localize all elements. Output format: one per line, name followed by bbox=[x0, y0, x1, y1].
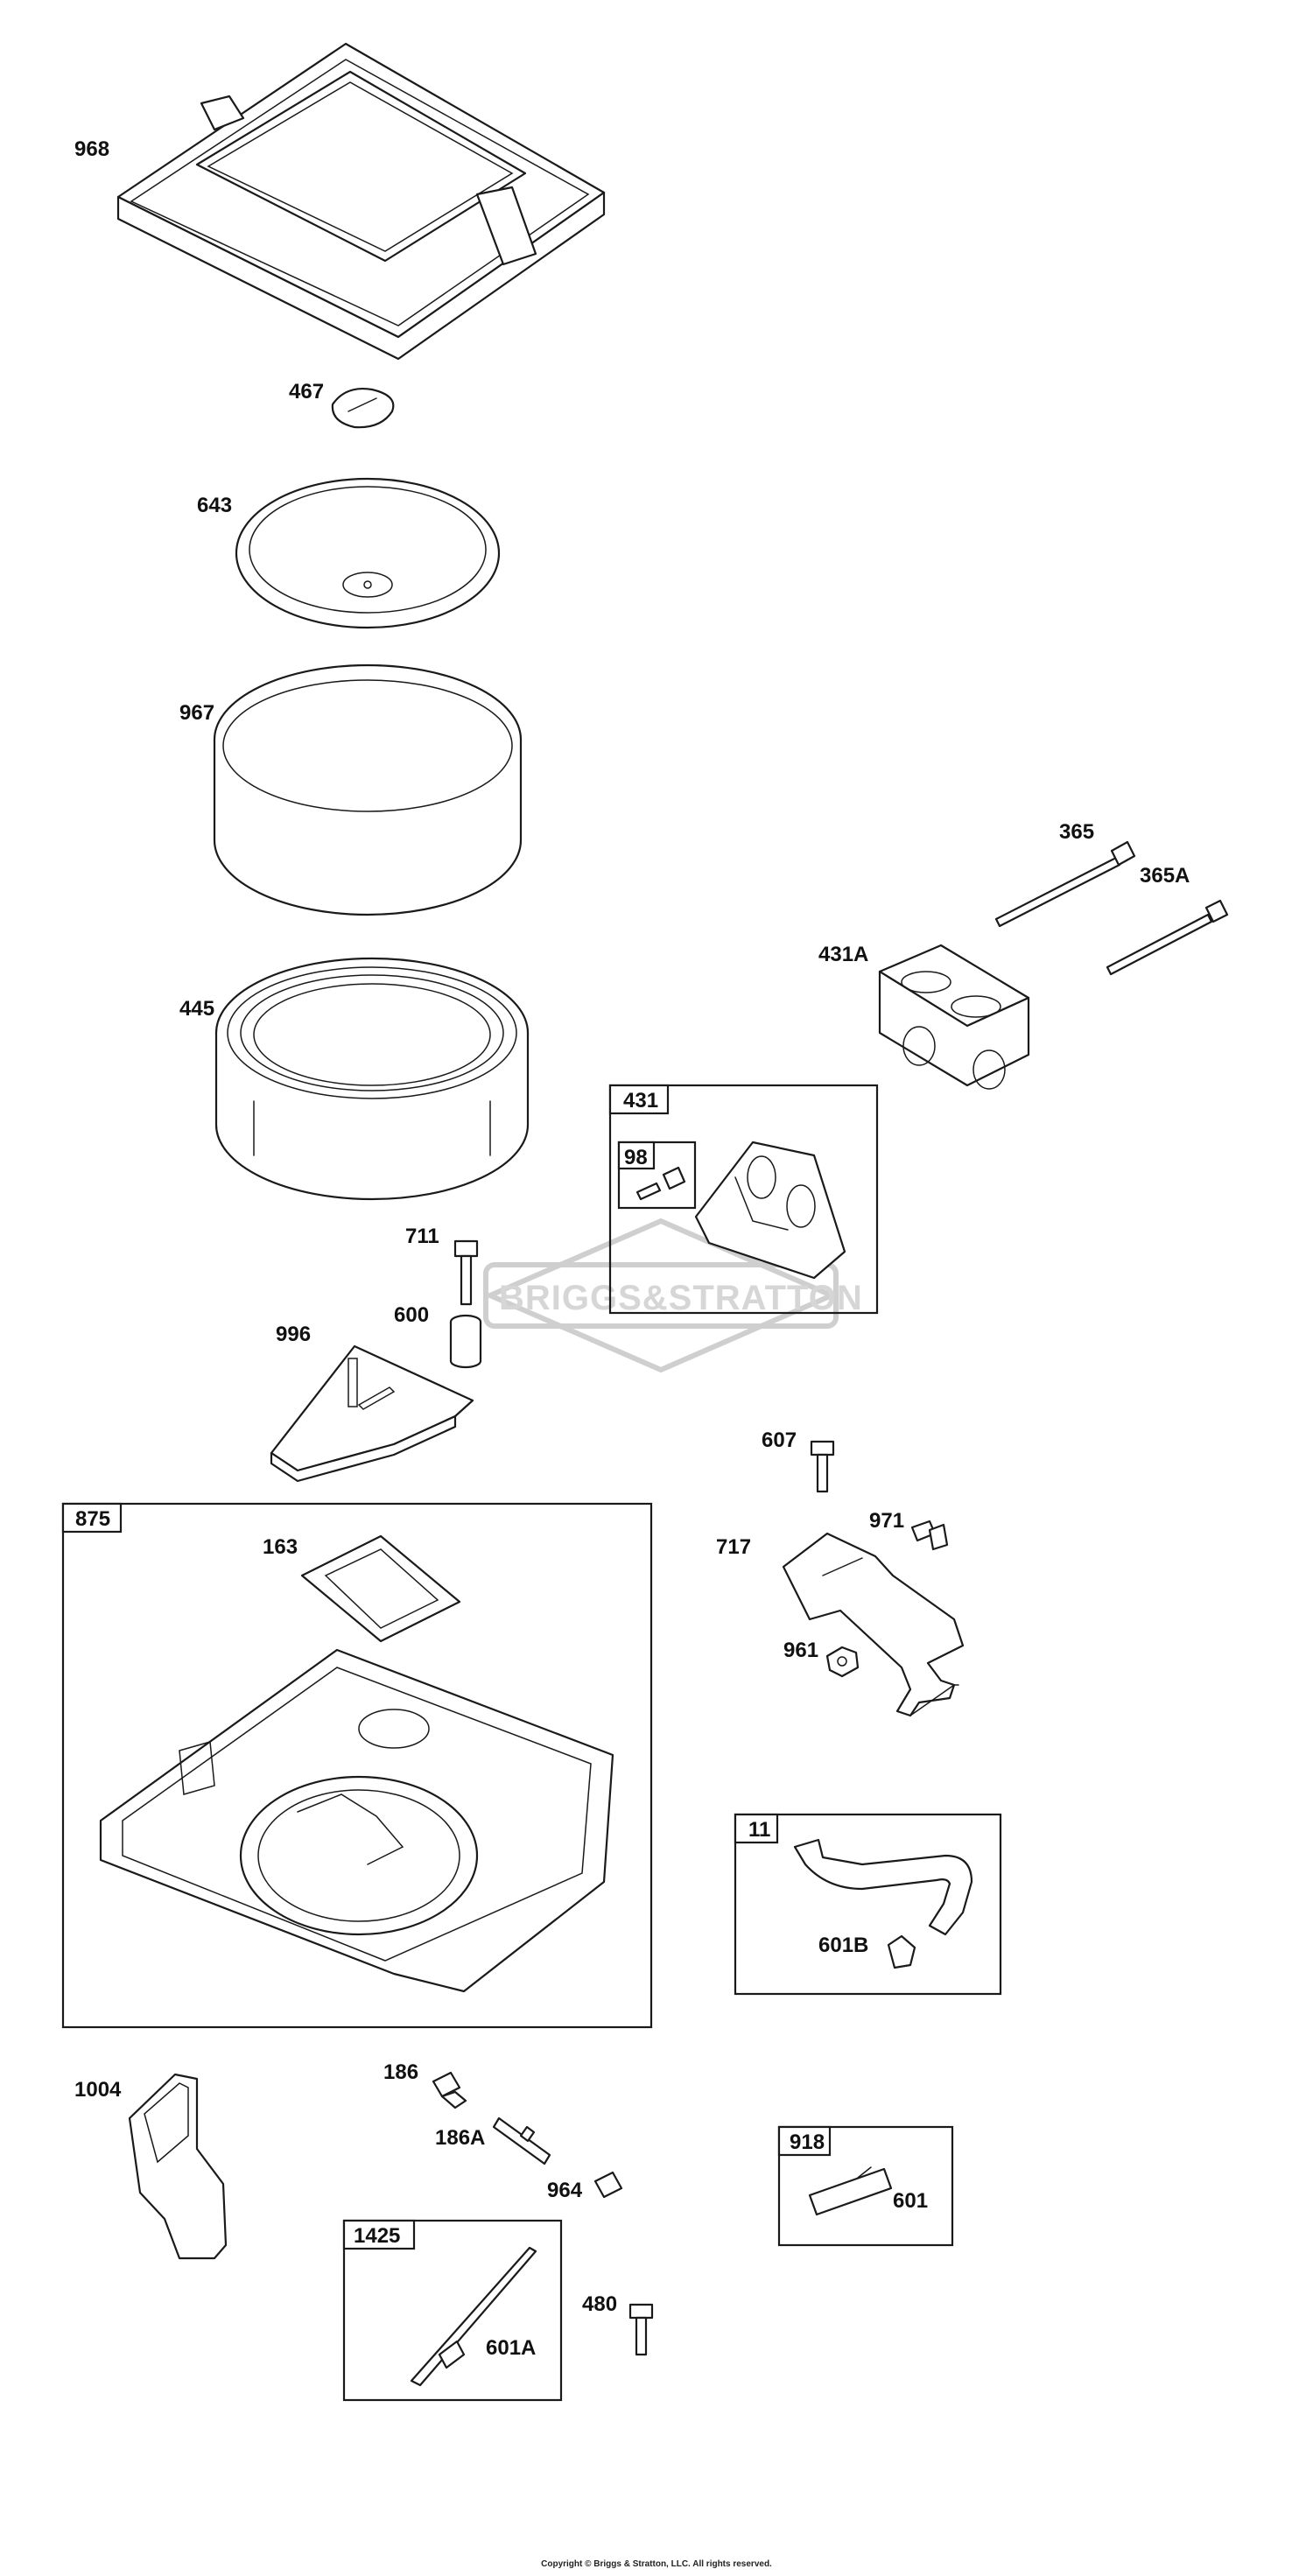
kit-box-918 bbox=[777, 2125, 954, 2247]
callout-961: 961 bbox=[783, 1639, 818, 1662]
hose-clamp-601b bbox=[887, 1934, 916, 1969]
breather-tube bbox=[793, 1838, 973, 1936]
callout-967: 967 bbox=[179, 701, 214, 725]
gasket-163 bbox=[300, 1534, 461, 1643]
callout-601: 601 bbox=[893, 2189, 928, 2213]
bolt-480 bbox=[628, 2303, 654, 2356]
bolt-365 bbox=[994, 840, 1136, 928]
bolt-971 bbox=[910, 1520, 949, 1551]
callout-971: 971 bbox=[869, 1509, 904, 1533]
bracket-717 bbox=[782, 1532, 965, 1717]
spacer-600 bbox=[449, 1314, 482, 1369]
adapter-431a bbox=[878, 944, 1030, 1090]
intake-duct bbox=[128, 2073, 228, 2260]
callout-365a: 365A bbox=[1140, 864, 1190, 888]
callout-964: 964 bbox=[547, 2179, 583, 2202]
kit-box-875 bbox=[61, 1502, 653, 2029]
callout-643: 643 bbox=[197, 494, 232, 517]
callout-601a: 601A bbox=[486, 2336, 536, 2360]
callout-365: 365 bbox=[1059, 820, 1094, 844]
tee-fitting-186a bbox=[492, 2116, 551, 2165]
callout-607: 607 bbox=[762, 1428, 797, 1452]
filter-cup bbox=[235, 477, 501, 629]
kit-box-431 bbox=[608, 1084, 879, 1315]
copyright-notice: Copyright © Briggs & Stratton, LLC. All … bbox=[541, 2559, 772, 2569]
kit-box-11 bbox=[734, 1813, 1002, 1996]
bolt-365a bbox=[1106, 899, 1229, 976]
callout-875: 875 bbox=[75, 1507, 110, 1531]
nut-961 bbox=[825, 1646, 860, 1678]
callout-445: 445 bbox=[179, 997, 214, 1021]
callout-186: 186 bbox=[383, 2060, 418, 2084]
callout-918: 918 bbox=[790, 2130, 825, 2154]
callout-186a: 186A bbox=[435, 2126, 485, 2150]
air-cleaner-cover bbox=[116, 42, 606, 361]
callout-480: 480 bbox=[582, 2292, 617, 2316]
callout-163: 163 bbox=[263, 1535, 298, 1559]
hose-601 bbox=[808, 2167, 893, 2216]
watermark-text: BRIGGS&STRATTON bbox=[499, 1279, 863, 1317]
fitting-186 bbox=[432, 2071, 467, 2109]
tube-601a bbox=[410, 2246, 537, 2387]
bracket-plate bbox=[270, 1344, 474, 1483]
cap-964 bbox=[593, 2171, 623, 2199]
callout-431a: 431A bbox=[818, 943, 868, 966]
air-filter bbox=[214, 957, 530, 1201]
kit-box-1425 bbox=[342, 2219, 563, 2402]
kit-box-98 bbox=[617, 1141, 697, 1210]
callout-467: 467 bbox=[289, 380, 324, 404]
callout-431: 431 bbox=[623, 1089, 658, 1113]
callout-601b: 601B bbox=[818, 1934, 868, 1957]
bolt-607 bbox=[810, 1440, 835, 1493]
callout-11: 11 bbox=[748, 1818, 770, 1842]
pre-cleaner-band bbox=[213, 663, 523, 916]
callout-711: 711 bbox=[405, 1225, 439, 1248]
callout-600: 600 bbox=[394, 1303, 429, 1327]
callout-1425: 1425 bbox=[354, 2224, 400, 2248]
knob bbox=[331, 388, 395, 429]
bolt-711 bbox=[453, 1239, 479, 1306]
callout-717: 717 bbox=[716, 1535, 751, 1559]
callout-968: 968 bbox=[74, 137, 109, 161]
callout-1004: 1004 bbox=[74, 2078, 122, 2102]
callout-996: 996 bbox=[276, 1323, 311, 1346]
brand-watermark: BRIGGS&STRATTON bbox=[483, 1218, 863, 1373]
callout-98: 98 bbox=[624, 1146, 648, 1169]
